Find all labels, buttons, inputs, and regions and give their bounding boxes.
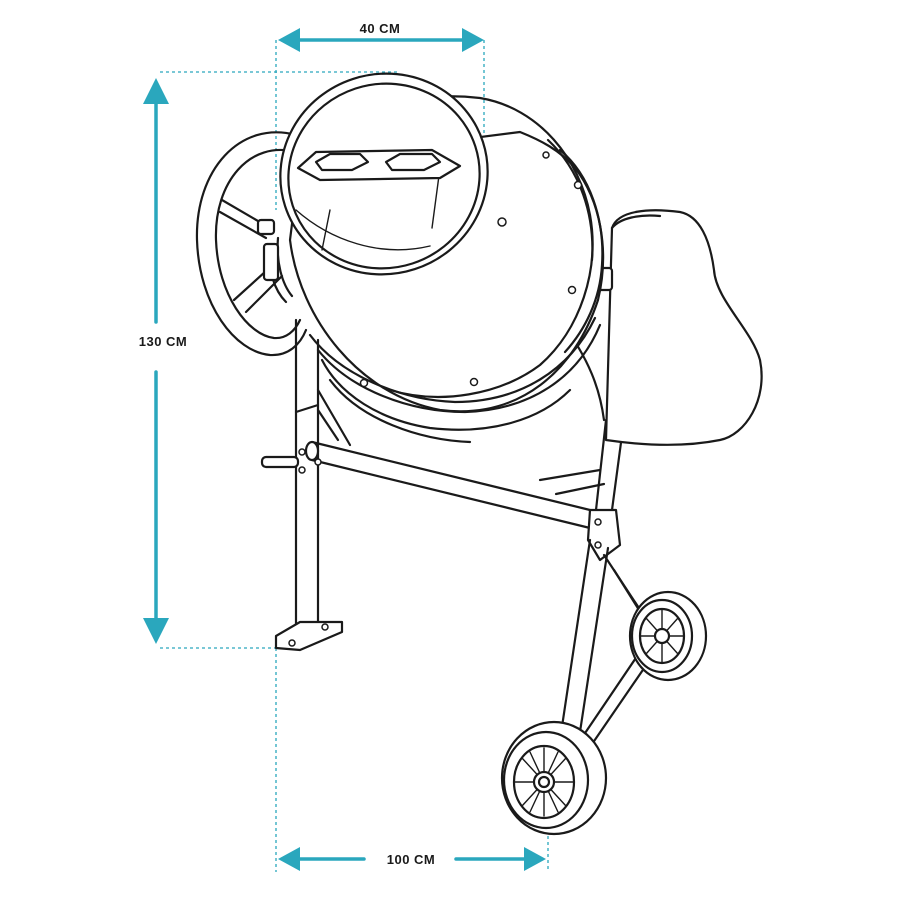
length-dimension: 100 CM [278,847,546,871]
height-arrow-top-head [143,78,169,104]
length-arrow-left-head [278,847,300,871]
drum-gear [262,242,280,282]
cement-mixer [195,72,763,836]
motor-housing [604,209,763,447]
rear-wheel [628,590,708,682]
frame-crossbar [304,388,606,530]
drum-opening [279,72,489,276]
left-leg [260,318,344,652]
height-dimension: 130 CM [139,78,188,644]
opening-width-dimension: 40 CM [278,18,484,52]
leg-pin [260,455,300,469]
opening-width-label: 40 CM [360,21,401,36]
height-arrow-bottom-head [143,618,169,644]
length-label: 100 CM [387,852,436,867]
length-arrow-right-head [524,847,546,871]
height-label: 130 CM [139,334,188,349]
dimension-guides [160,40,549,872]
hand-wheel [195,131,308,357]
opening-width-arrow-right-head [462,28,484,52]
opening-width-arrow-left-head [278,28,300,52]
front-wheel [500,720,608,836]
